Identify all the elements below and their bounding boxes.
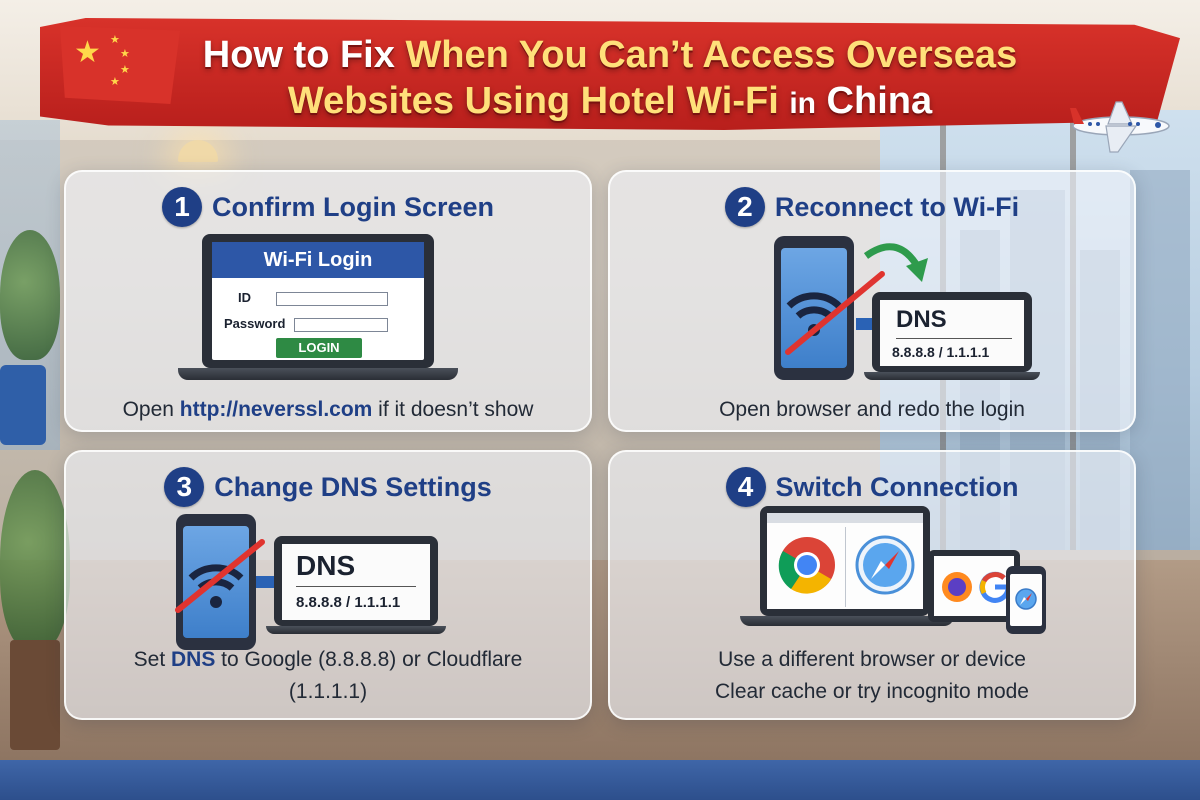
no-connection-slash-icon <box>785 271 885 355</box>
browser-window <box>767 513 923 609</box>
card-header: 3 Change DNS Settings <box>66 467 590 507</box>
plant-pot <box>10 640 60 750</box>
card-caption: Open http://neverssl.com if it doesn’t s… <box>66 394 590 426</box>
laptop-icon <box>760 506 930 616</box>
laptop-base <box>178 368 458 380</box>
dns-title: DNS <box>296 550 356 581</box>
phone-icon <box>774 236 854 380</box>
china-flag-icon: ★ ★ ★ ★ ★ <box>60 26 180 104</box>
login-window: Wi-Fi Login ID Password LOGIN <box>212 242 424 360</box>
laptop-icon: Wi-Fi Login ID Password LOGIN <box>202 234 434 368</box>
title-line-1: How to Fix When You Can’t Access Oversea… <box>40 34 1180 77</box>
card-caption: Open browser and redo the login <box>719 398 1025 421</box>
divider <box>296 586 416 587</box>
card-confirm-login: 1 Confirm Login Screen Wi-Fi Login ID Pa… <box>64 170 592 432</box>
caption-text: Use a different browser or device <box>718 648 1026 671</box>
step-number: 2 <box>724 187 765 227</box>
title-part: How to Fix <box>202 34 406 76</box>
caption-text: Open <box>122 398 180 421</box>
divider <box>845 527 846 607</box>
suitcase-icon <box>0 365 46 445</box>
title-part: China <box>816 80 933 122</box>
id-field <box>276 292 388 306</box>
title-part: When You Can’t Access Overseas <box>405 34 1018 76</box>
card-reconnect-wifi: 2 Reconnect to Wi-Fi DNS 8.8.8.8 / 1.1.1… <box>608 170 1136 432</box>
laptop-base <box>266 626 446 634</box>
card-caption: Use a different browser or device Clear … <box>610 644 1134 707</box>
ceiling-lamp <box>178 140 218 162</box>
laptop-base <box>864 372 1040 380</box>
step-number: 3 <box>164 467 205 507</box>
card-header: 2 Reconnect to Wi-Fi <box>610 187 1134 227</box>
browser-toolbar <box>767 513 923 523</box>
neverssl-link: http://neverssl.com <box>179 398 373 421</box>
caption-text: Clear cache or try incognito mode <box>715 679 1029 703</box>
caption-text: if it doesn’t show <box>372 398 534 421</box>
chrome-icon <box>778 537 835 594</box>
card-title: Switch Connection <box>775 471 1019 502</box>
no-connection-slash-icon <box>175 539 265 613</box>
plant-icon <box>0 470 70 650</box>
dns-panel: DNS 8.8.8.8 / 1.1.1.1 <box>282 544 430 620</box>
firefox-icon <box>942 572 972 602</box>
login-header: Wi-Fi Login <box>212 242 424 278</box>
dns-ip: 8.8.8.8 / 1.1.1.1 <box>892 344 990 360</box>
phone-icon <box>1006 566 1046 634</box>
building <box>1130 170 1190 550</box>
airplane-icon <box>1070 101 1170 153</box>
title-part: Websites Using Hotel Wi-Fi <box>287 80 790 122</box>
card-switch-connection: 4 Switch Connection <box>608 450 1136 720</box>
laptop-dns-icon: DNS 8.8.8.8 / 1.1.1.1 <box>872 292 1032 372</box>
dns-ip: 8.8.8.8 / 1.1.1.1 <box>296 594 401 611</box>
title-banner: ★ ★ ★ ★ ★ How to Fix When You Can’t Acce… <box>40 18 1180 153</box>
caption-dns: DNS <box>171 648 216 671</box>
password-field <box>294 318 388 332</box>
bottom-bar <box>0 760 1200 800</box>
phone-screen <box>1010 574 1042 626</box>
step-number: 1 <box>161 187 202 227</box>
title-line-2: Websites Using Hotel Wi-Fi in China <box>40 80 1180 123</box>
login-button: LOGIN <box>276 338 362 358</box>
card-caption: Set DNS to Google (8.8.8.8) or Cloudflar… <box>66 644 590 707</box>
card-title: Change DNS Settings <box>214 471 492 502</box>
tablet-icon <box>928 550 1020 622</box>
tablet-screen <box>934 556 1014 616</box>
plant-icon <box>0 230 60 360</box>
step-number: 4 <box>725 467 766 507</box>
dns-panel: DNS 8.8.8.8 / 1.1.1.1 <box>880 300 1024 366</box>
password-label: Password <box>224 316 286 331</box>
caption-text: Set <box>133 648 171 671</box>
card-header: 1 Confirm Login Screen <box>66 187 590 227</box>
title-part: in <box>789 87 816 120</box>
green-arrow-icon <box>863 243 928 282</box>
safari-icon <box>855 535 915 595</box>
card-title: Confirm Login Screen <box>211 191 495 222</box>
caption-text: to Google (8.8.8.8) or Cloudflare <box>215 648 523 671</box>
safari-icon <box>1015 588 1037 610</box>
laptop-dns-icon: DNS 8.8.8.8 / 1.1.1.1 <box>274 536 438 626</box>
dns-title: DNS <box>896 306 947 333</box>
caption-text: (1.1.1.1) <box>288 679 368 703</box>
banner-ribbon <box>40 18 1180 130</box>
divider <box>896 338 1012 339</box>
card-change-dns: 3 Change DNS Settings DNS 8.8.8.8 / 1.1.… <box>64 450 592 720</box>
card-title: Reconnect to Wi-Fi <box>774 191 1020 222</box>
laptop-base <box>740 616 954 626</box>
card-header: 4 Switch Connection <box>610 467 1134 507</box>
id-label: ID <box>238 290 251 305</box>
